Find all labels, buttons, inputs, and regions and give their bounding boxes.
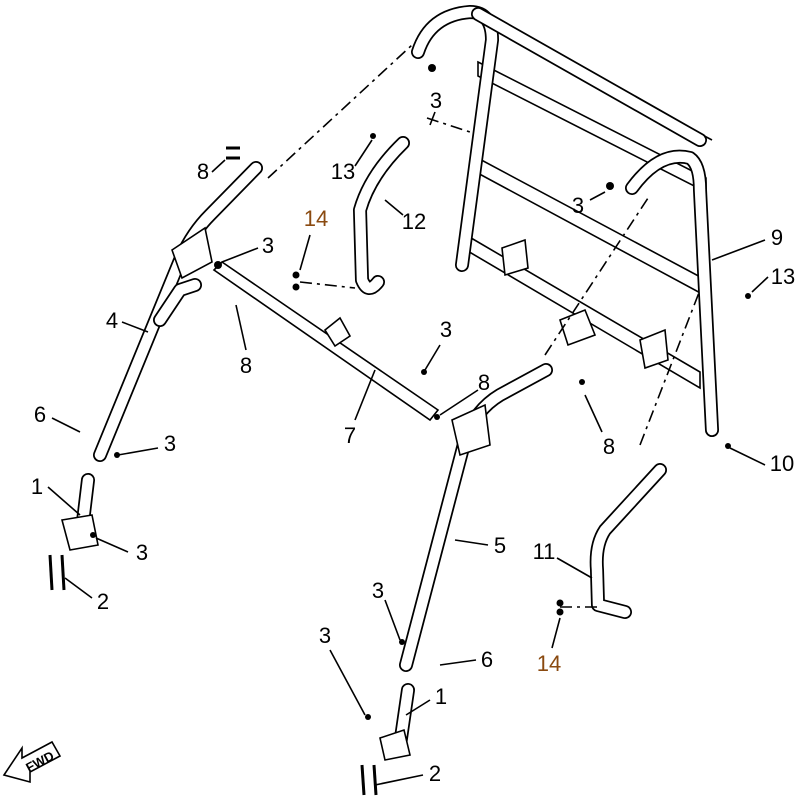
- callout-8: 8: [239, 353, 253, 378]
- part-4-post: [93, 161, 263, 462]
- callout-6: 6: [480, 647, 494, 672]
- callout-3: 3: [261, 233, 275, 258]
- callout-9: 9: [770, 225, 784, 250]
- callout-8: 8: [477, 370, 491, 395]
- callout-3: 3: [429, 88, 443, 113]
- callout-7: 7: [343, 423, 357, 448]
- callout-1: 1: [434, 684, 448, 709]
- fwd-arrow-icon: FWD: [2, 740, 62, 784]
- callout-6: 6: [33, 402, 47, 427]
- callout-11: 11: [532, 539, 556, 564]
- fasteners: [48, 64, 751, 796]
- callout-13: 13: [330, 159, 356, 184]
- callout-3: 3: [318, 623, 332, 648]
- callout-14: 14: [536, 651, 562, 676]
- part-12-grab-bar: [353, 136, 410, 295]
- part-9-hoop: [625, 149, 719, 437]
- svg-text:FWD: FWD: [23, 748, 56, 775]
- callout-1: 1: [30, 474, 44, 499]
- callout-5: 5: [493, 533, 507, 558]
- callout-2: 2: [428, 761, 442, 786]
- callout-3: 3: [163, 431, 177, 456]
- callout-3: 3: [371, 578, 385, 603]
- callout-14: 14: [303, 206, 329, 231]
- rear-hoop: [411, 5, 707, 272]
- part-1-feet: [61, 473, 415, 761]
- callout-13: 13: [770, 264, 796, 289]
- callout-8: 8: [602, 434, 616, 459]
- callout-8: 8: [196, 159, 210, 184]
- callout-10: 10: [769, 451, 795, 476]
- callout-12: 12: [401, 209, 427, 234]
- assembly-lines: [267, 44, 701, 608]
- callout-3: 3: [135, 540, 149, 565]
- part-7-crossbar: [212, 260, 440, 422]
- part-11-grab-bar: [589, 463, 667, 619]
- leader-lines: [47, 111, 769, 786]
- callout-4: 4: [105, 308, 119, 333]
- part-5-post: [399, 238, 669, 672]
- callout-2: 2: [96, 589, 110, 614]
- callout-3: 3: [571, 193, 585, 218]
- callout-3: 3: [439, 317, 453, 342]
